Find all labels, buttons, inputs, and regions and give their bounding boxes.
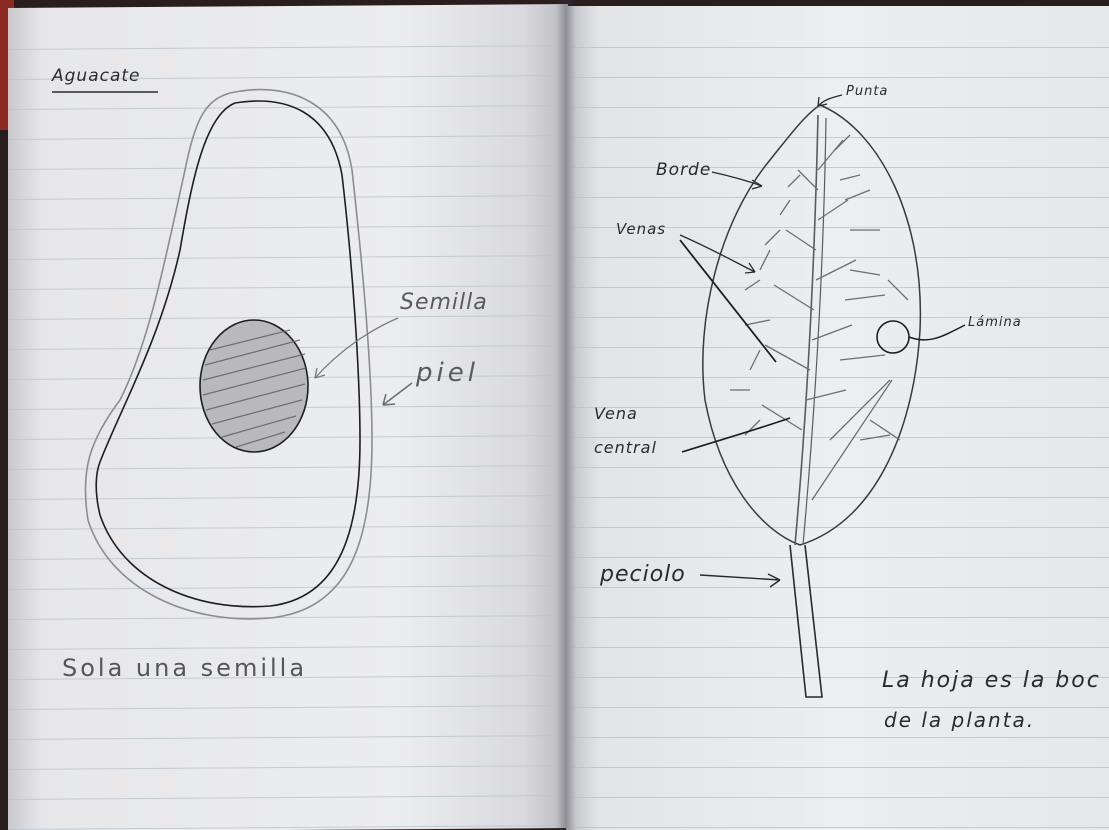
blade-label: Lámina (968, 315, 1022, 330)
veins-label: Venas (616, 220, 666, 238)
avocado-caption: Sola una semilla (62, 654, 307, 682)
central-vein-label-1: Vena (594, 404, 638, 423)
edge-label: Borde (656, 160, 711, 180)
avocado-seed (200, 320, 308, 452)
petiole-label: peciolo (600, 562, 686, 587)
leaf-note-line2: de la planta. (884, 708, 1035, 732)
seed-label: Semilla (400, 290, 488, 315)
page-title: Aguacate (52, 66, 141, 86)
central-vein-label-2: central (594, 438, 657, 457)
leaf-note-line1: La hoja es la boc (882, 668, 1101, 693)
skin-label: piel (416, 358, 479, 388)
tip-label: Punta (846, 84, 888, 99)
leaf-midrib (795, 115, 818, 545)
leaf-petiole (790, 545, 822, 697)
lamina-marker (877, 321, 909, 353)
leaf-outline (703, 105, 921, 545)
